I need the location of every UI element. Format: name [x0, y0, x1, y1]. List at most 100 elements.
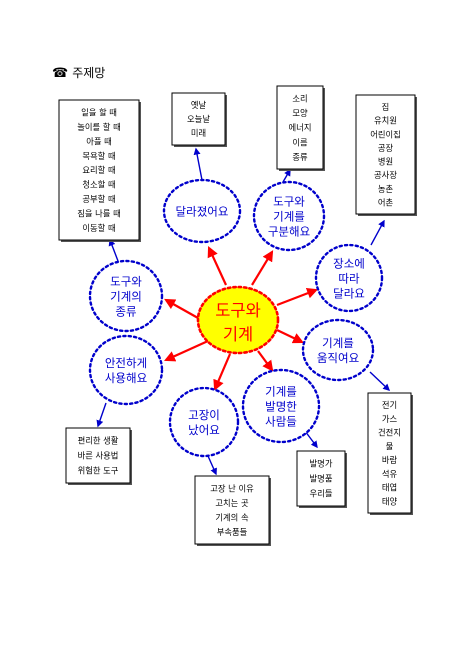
node-arrow	[96, 402, 107, 428]
box-item: 어린이집	[370, 129, 401, 139]
diagram-header: ☎주제망	[52, 64, 105, 81]
box-item: 집	[382, 102, 390, 112]
diagram-title: 주제망	[72, 66, 106, 80]
box-item: 아플 때	[86, 136, 112, 146]
box-item: 고장 난 이유	[210, 483, 254, 493]
box-item: 위험한 도구	[78, 466, 119, 476]
box-item: 일을 할 때	[81, 107, 117, 117]
box-item: 미래	[191, 128, 206, 138]
box-item: 짐을 나를 때	[77, 209, 120, 219]
node-arrow	[282, 168, 291, 183]
node-label: 구분해요	[268, 225, 310, 239]
box-item: 공장	[378, 143, 394, 153]
box-item: 물	[386, 441, 394, 451]
center-label: 도구와	[215, 301, 261, 320]
box-item: 소리	[292, 94, 307, 104]
box-item: 이름	[292, 137, 308, 147]
topic-node-changed: 달라졌어요	[162, 178, 242, 244]
node-label: 따라	[338, 272, 360, 286]
box-frame	[171, 92, 226, 146]
center-arrow	[213, 353, 232, 392]
box-item: 병원	[378, 157, 393, 167]
box-item: 어촌	[378, 197, 394, 207]
box-item: 발명품	[310, 474, 333, 484]
box-item: 놀이를 할 때	[77, 122, 120, 132]
center-arrow	[276, 288, 319, 307]
box-item: 편리한 생활	[78, 436, 119, 446]
box-item: 부속품들	[217, 527, 248, 537]
node-arrows	[96, 147, 391, 476]
node-label: 사람들	[265, 415, 297, 429]
box-item: 바른 사용법	[78, 451, 119, 461]
box-item: 고치는 곳	[215, 498, 249, 508]
node-label: 고장이	[188, 408, 220, 422]
node-label: 발명한	[265, 400, 297, 414]
node-label: 기계를	[322, 336, 354, 350]
box-frame	[276, 85, 324, 170]
node-arrow	[108, 238, 119, 262]
box-item: 태양	[382, 496, 398, 506]
box-item: 바람	[382, 455, 398, 465]
node-label: 움직여요	[317, 351, 359, 365]
box-item: 공사장	[374, 170, 397, 180]
center-arrow	[257, 350, 274, 372]
node-label: 기계의	[110, 290, 142, 304]
center-arrows	[163, 246, 319, 392]
node-label: 났어요	[188, 423, 220, 437]
node-label: 사용해요	[105, 371, 147, 385]
center-arrow	[164, 298, 199, 319]
box-item: 가스	[382, 414, 398, 424]
center-circle	[196, 285, 280, 355]
box-frame	[194, 475, 270, 545]
node-arrow	[304, 430, 318, 449]
node-circle	[252, 180, 326, 252]
node-arrow	[207, 455, 217, 476]
node-label: 기계를	[273, 210, 305, 224]
box-item: 옛날	[191, 100, 207, 110]
box-item: 전기	[382, 400, 397, 410]
topic-nodes: 달라졌어요도구와기계를구분해요장소에따라달라요기계를움직여요기계를발명한사람들고…	[88, 178, 384, 458]
node-arrow	[193, 147, 203, 181]
box-item: 이동할 때	[82, 223, 115, 233]
node-label: 달라요	[333, 287, 365, 301]
box-item: 오늘날	[187, 114, 210, 124]
box-item: 공부할 때	[82, 194, 115, 204]
box-item: 농촌	[378, 184, 394, 194]
box-item: 석유	[382, 469, 398, 479]
node-label: 안전하게	[105, 356, 147, 370]
center-label: 기계	[223, 325, 253, 344]
node-circle	[301, 318, 375, 382]
node-label: 종류	[115, 305, 136, 319]
center-arrow	[207, 246, 227, 286]
node-label: 장소에	[333, 257, 365, 271]
box-item: 청소할 때	[82, 180, 115, 190]
node-label: 기계를	[265, 385, 297, 399]
node-arrow	[369, 371, 391, 391]
node-label: 도구와	[273, 195, 305, 209]
box-item: 목욕할 때	[82, 151, 115, 161]
node-arrow	[370, 219, 385, 246]
box-item: 유치원	[374, 116, 397, 126]
box-item: 건전지	[378, 428, 401, 438]
box-frame	[355, 94, 416, 215]
box-item: 태엽	[382, 483, 397, 493]
box-item: 기계의 속	[215, 512, 249, 522]
box-frame	[367, 392, 412, 514]
node-circle	[314, 243, 384, 313]
node-circle	[162, 178, 242, 244]
